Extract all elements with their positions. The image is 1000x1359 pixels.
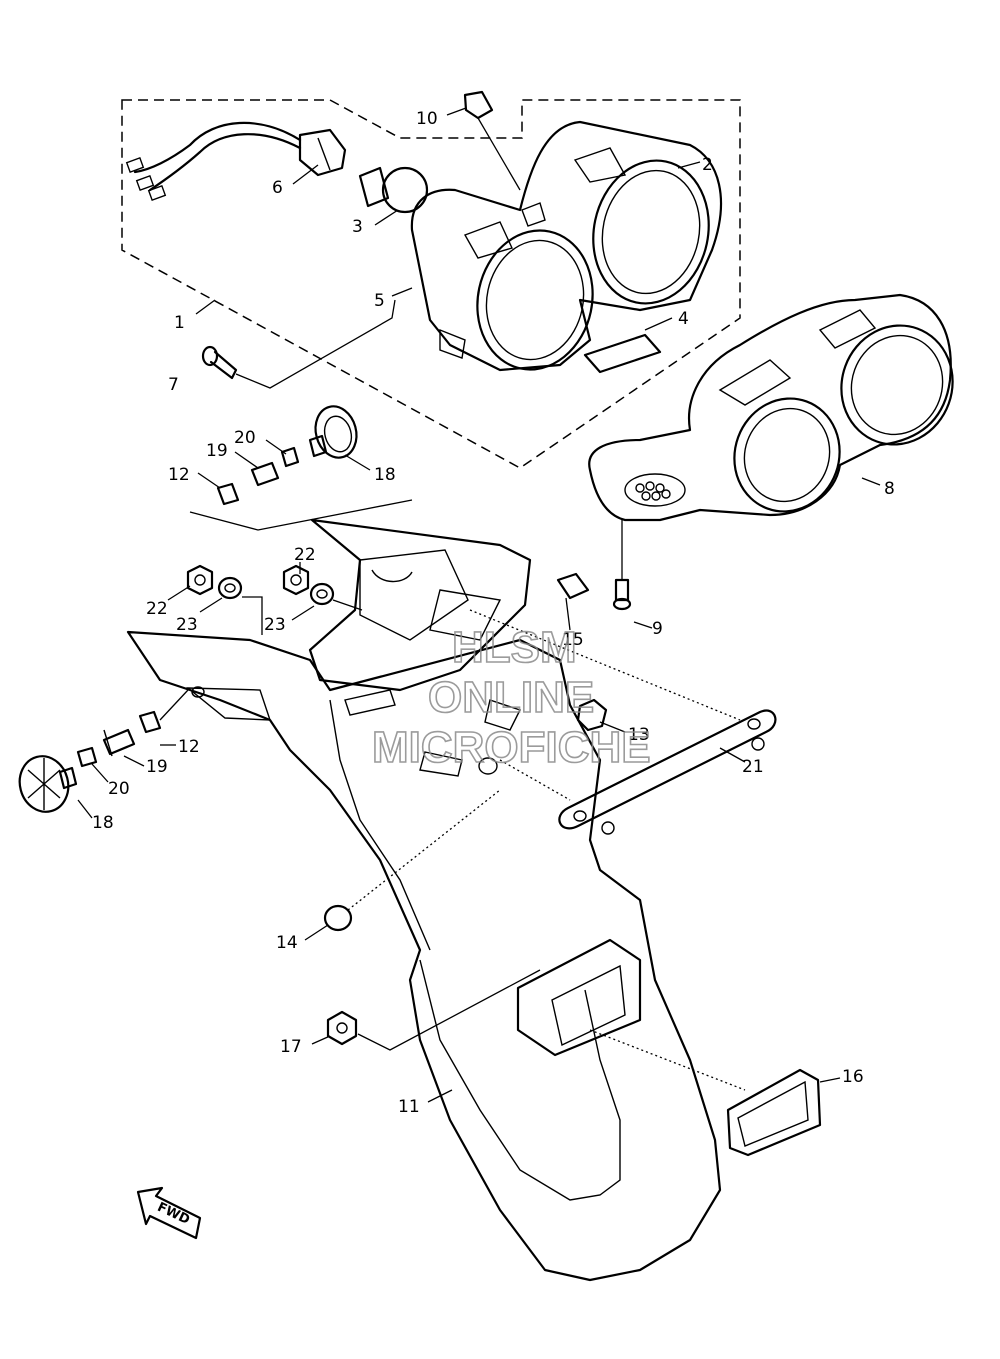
callout-20-lower: 20 [108,779,130,799]
callout-14: 14 [276,933,298,953]
bulb [358,166,429,214]
headlight-lens-unit [410,120,723,372]
callout-18-lower: 18 [92,813,114,833]
washer-23-left [217,576,243,600]
callout-18-upper: 18 [374,465,396,485]
bolt-19-lower [102,728,136,757]
wire-harness [125,121,302,201]
nut-13 [576,698,608,732]
license-lamp-16 [726,1068,822,1157]
watermark-line-1: HLSM [452,623,577,672]
callout-4: 4 [678,309,689,329]
nut-20-upper [280,446,300,468]
watermark-line-3: MICROFICHE [372,723,651,772]
callout-15: 15 [562,630,584,650]
nut-15 [556,572,590,600]
callout-19-lower: 19 [146,757,168,777]
callout-20-upper: 20 [234,428,256,448]
callout-13: 13 [628,725,650,745]
guide-21 [469,609,741,721]
callout-11: 11 [398,1097,420,1117]
callout-16: 16 [842,1067,864,1087]
callout-9: 9 [652,619,663,639]
bulb-socket [298,128,347,177]
rear-fender [126,630,722,1282]
plate-bracket-21 [558,709,777,835]
reflector-lower [18,755,78,813]
callouts: 1 2 3 4 5 6 7 8 9 10 11 12 12 13 14 15 1… [92,109,895,1117]
guide-14 [347,789,501,911]
collar-12-lower [138,710,162,734]
nut-17 [326,1010,358,1046]
leader-10 [477,117,521,191]
callout-17: 17 [280,1037,302,1057]
leader-17 [357,969,541,1051]
callout-1: 1 [174,313,185,333]
reflector-upper [308,405,358,459]
callout-5: 5 [374,291,385,311]
license-lamp-housing [516,938,642,1057]
rear-bracket [308,518,532,692]
washer-23-right [309,582,335,606]
leader-7 [235,299,396,389]
bolt-19-upper [250,461,280,487]
leader-23-left [242,596,263,635]
watermark: HLSM ONLINE MICROFICHE [371,622,651,773]
nut-22-left [186,564,214,596]
callout-23-left: 23 [176,615,198,635]
leader-12-upper [189,499,413,531]
watermark-line-2: ONLINE [428,673,594,722]
callout-22-right: 22 [294,545,316,565]
bolt-9 [612,520,632,611]
callout-23-right: 23 [264,615,286,635]
callout-21: 21 [742,757,764,777]
callout-3: 3 [352,217,363,237]
callout-8: 8 [884,479,895,499]
fwd-arrow: FWD [136,1186,202,1240]
callout-19-upper: 19 [206,441,228,461]
callout-12-lower: 12 [178,737,200,757]
headlight-housing [588,293,954,522]
callout-2: 2 [702,155,713,175]
callout-10: 10 [416,109,438,129]
assembly-boundary [121,99,741,469]
callout-12-upper: 12 [168,465,190,485]
leader-12-lower [159,689,189,721]
leader-23-right [332,599,363,611]
callout-7: 7 [168,375,179,395]
guide-16 [589,1029,746,1091]
grommet-14 [323,904,353,932]
callout-leaders [77,107,881,1103]
callout-6: 6 [272,178,283,198]
nut-20-lower [76,746,98,768]
screw-7 [201,345,238,380]
guide-21b [499,759,571,801]
nut-22-right [282,564,310,596]
collar-12-upper [216,482,240,506]
callout-22-left: 22 [146,599,168,619]
label-plate [583,333,662,374]
nut-10 [463,90,494,120]
